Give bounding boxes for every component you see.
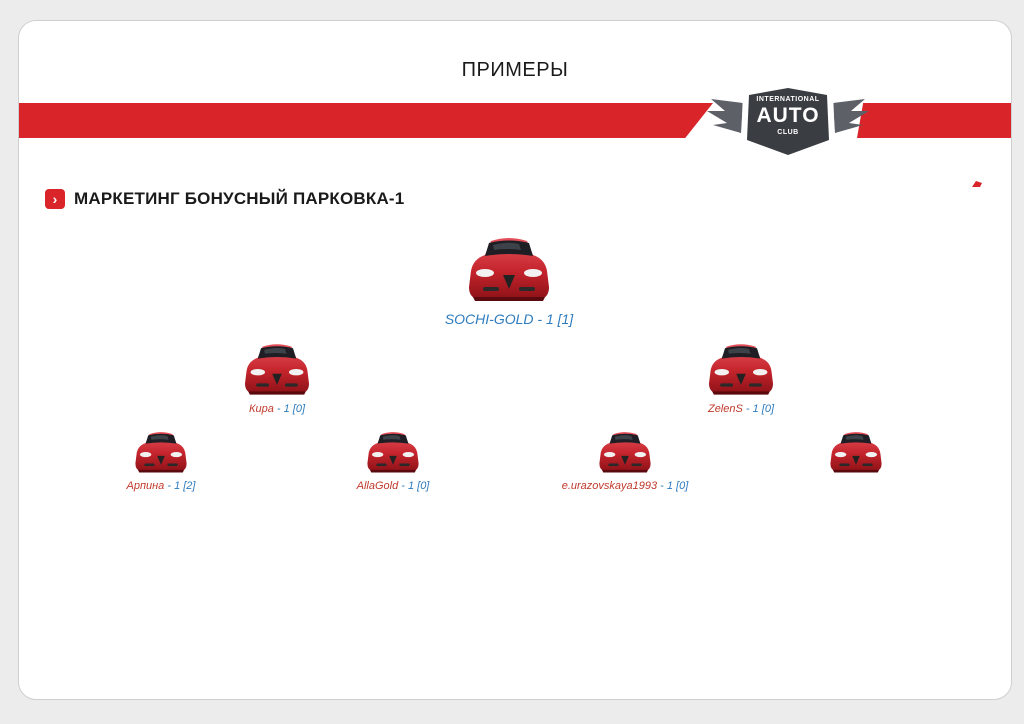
slide: ПРИМЕРЫ INTERNATIONAL AUTO CLUB › МАРКЕТ…: [18, 20, 1012, 700]
node-name: ZelenS: [707, 403, 743, 415]
node-count: - 1 [0]: [398, 480, 430, 492]
red-car-icon: [824, 426, 888, 478]
node-label: Кира - 1 [0]: [217, 403, 337, 415]
node-count: - 1 [2]: [164, 480, 196, 492]
tree-node-level1[interactable]: Кира - 1 [0]: [217, 337, 337, 415]
tree-node-level2[interactable]: e.urazovskaya1993 - 1 [0]: [545, 426, 705, 492]
node-label: Арпина - 1 [2]: [111, 480, 211, 492]
red-car-icon: [129, 426, 193, 478]
node-name: AllaGold: [356, 480, 399, 492]
logo-top-text: INTERNATIONAL: [756, 96, 820, 103]
red-car-icon: [459, 229, 559, 309]
tree-node-level1[interactable]: ZelenS - 1 [0]: [681, 337, 801, 415]
node-label: AllaGold - 1 [0]: [343, 480, 443, 492]
slide-title: ПРИМЕРЫ: [461, 59, 569, 81]
red-car-icon: [361, 426, 425, 478]
tree-node-level2[interactable]: Арпина - 1 [2]: [111, 426, 211, 492]
red-car-icon: [237, 337, 317, 401]
node-label: ZelenS - 1 [0]: [681, 403, 801, 415]
node-label: e.urazovskaya1993 - 1 [0]: [545, 480, 705, 492]
section-title: МАРКЕТИНГ БОНУСНЫЙ ПАРКОВКА-1: [74, 189, 405, 208]
logo-emblem-icon: [707, 83, 869, 161]
tree-node-level2-empty[interactable]: [806, 426, 906, 480]
node-count: - 1 [0]: [742, 403, 775, 415]
tree-node-root[interactable]: SOCHI-GOLD - 1 [1]: [429, 229, 589, 327]
node-count: - 1 [0]: [273, 403, 306, 415]
logo-main-text: AUTO: [756, 104, 820, 127]
header-band-right: [857, 103, 1011, 138]
node-name: e.urazovskaya1993: [561, 480, 658, 492]
node-count: - 1 [0]: [657, 480, 689, 492]
tree-node-level2[interactable]: AllaGold - 1 [0]: [343, 426, 443, 492]
red-car-icon: [701, 337, 781, 401]
node-count: - 1 [1]: [533, 311, 574, 327]
chevron-right-icon: ›: [45, 189, 65, 209]
red-car-icon: [593, 426, 657, 478]
header-band-left: [19, 103, 713, 138]
logo-bottom-text: CLUB: [777, 129, 799, 136]
node-name: Кира: [248, 403, 274, 415]
node-name: Арпина: [126, 480, 165, 492]
node-label: SOCHI-GOLD - 1 [1]: [429, 311, 589, 327]
section-header: › МАРКЕТИНГ БОНУСНЫЙ ПАРКОВКА-1: [45, 188, 404, 210]
corner-mark-icon: [972, 181, 982, 187]
node-name: SOCHI-GOLD: [444, 311, 534, 327]
auto-club-logo: INTERNATIONAL AUTO CLUB: [703, 77, 873, 167]
